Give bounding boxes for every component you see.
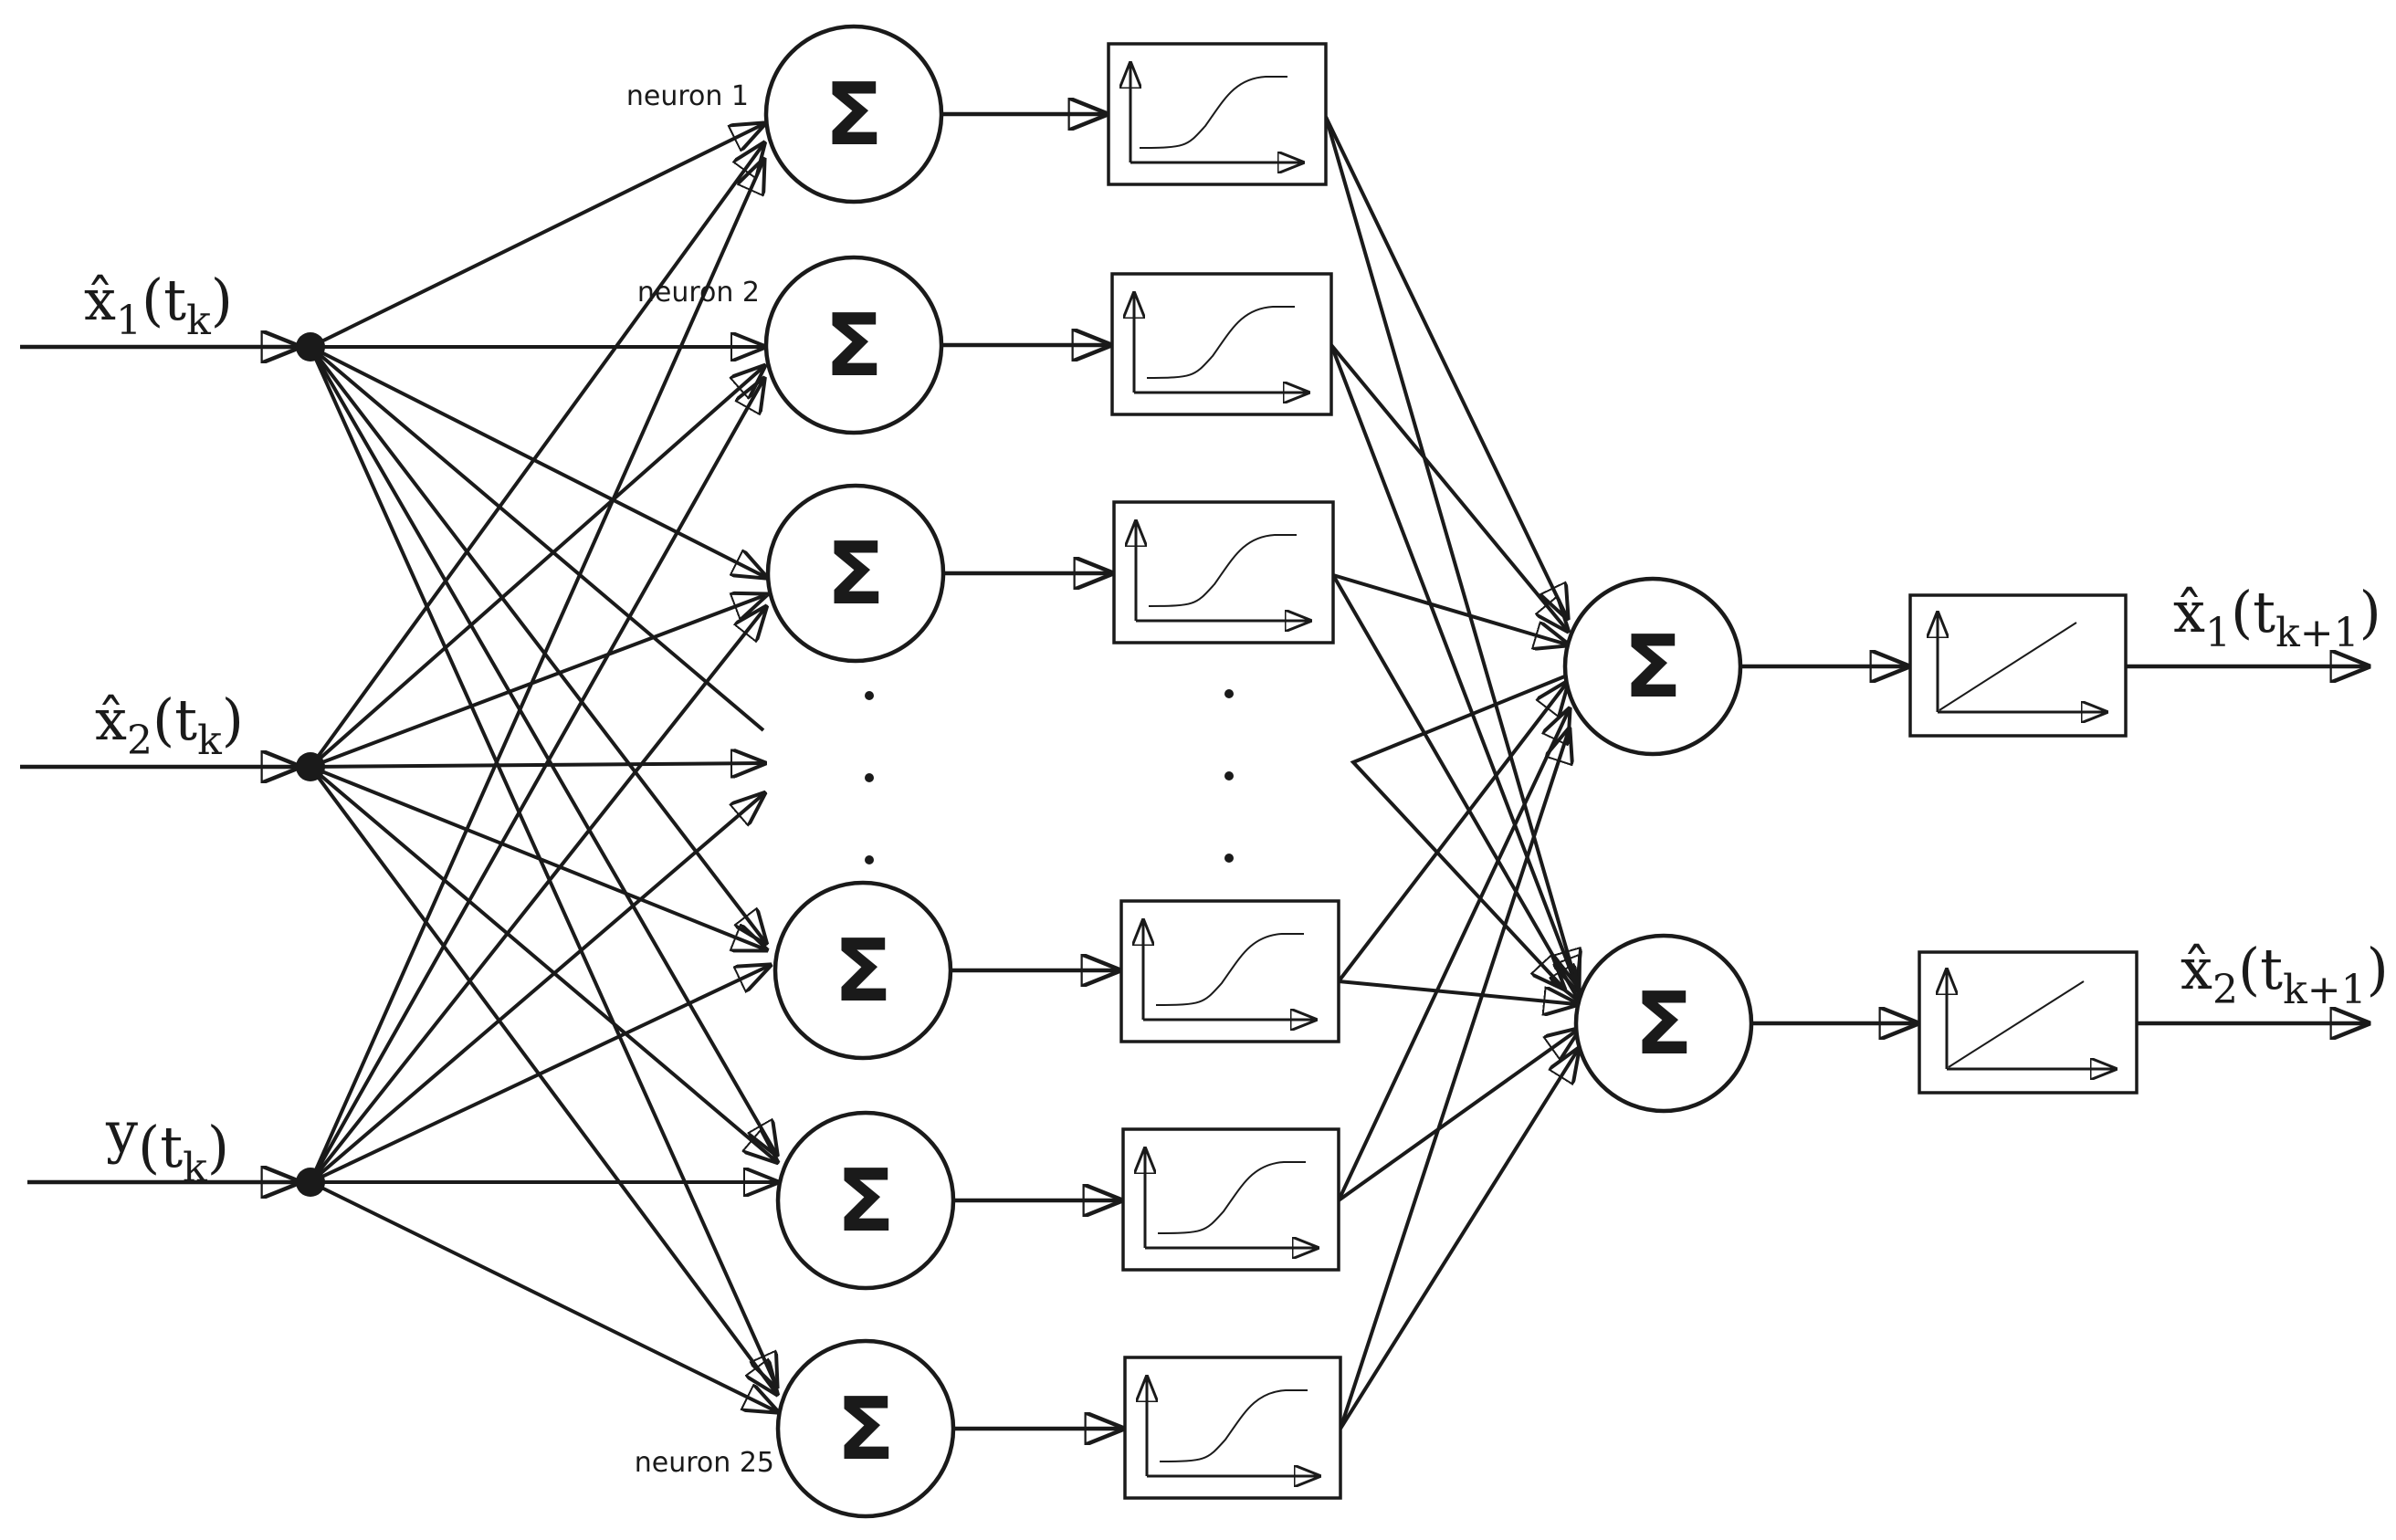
sigmoid-plot-icon xyxy=(1147,1378,1319,1476)
sigmoid-plot-icon xyxy=(1136,522,1309,621)
sum-symbol: Σ xyxy=(826,525,885,624)
sigmoid-plot-icon xyxy=(1143,921,1315,1020)
input-to-hidden-edges xyxy=(309,124,776,1411)
hidden-neuron-24: Σ xyxy=(775,1110,1340,1291)
input-label-x1: x̂1(tk) xyxy=(84,267,233,344)
sigmoid-plot-icon xyxy=(1145,1149,1317,1248)
output-label-x1-next: x̂1(tk+1) xyxy=(2173,579,2381,656)
sigmoid-plot-icon xyxy=(1130,64,1302,162)
neuron-label-1: neuron 1 xyxy=(626,80,749,112)
neuron-label-25: neuron 25 xyxy=(635,1447,774,1479)
input-label-y: y(tk) xyxy=(105,1099,229,1191)
hidden-neuron-25: Σ xyxy=(775,1338,1342,1519)
sigmoid-plot-icon xyxy=(1134,294,1308,393)
input-x2: x̂2(tk) xyxy=(20,686,325,781)
output-neuron-2: Σ x̂2(tk+1) xyxy=(1573,933,2389,1114)
output-label-x2-next: x̂2(tk+1) xyxy=(2181,936,2389,1013)
linear-activation-box xyxy=(1908,593,2128,738)
sum-symbol: Σ xyxy=(825,66,883,165)
input-y: y(tk) xyxy=(27,1099,325,1197)
hidden-ellipsis xyxy=(865,689,1234,864)
sum-symbol: Σ xyxy=(825,297,883,396)
hidden-neuron-23: Σ xyxy=(772,880,1340,1061)
sum-symbol: Σ xyxy=(836,1380,895,1480)
input-node-x1 xyxy=(296,332,325,361)
sum-symbol: Σ xyxy=(836,1152,895,1252)
sum-symbol: Σ xyxy=(1634,975,1693,1074)
linear-plot-icon xyxy=(1947,970,2115,1069)
output-neuron-1: Σ x̂1(tk+1) xyxy=(1562,576,2381,757)
sum-symbol: Σ xyxy=(1624,618,1682,718)
input-node-x2 xyxy=(296,752,325,781)
linear-plot-icon xyxy=(1938,613,2106,712)
linear-activation-box xyxy=(1918,950,2139,1095)
sigmoid-activation-box xyxy=(1107,42,1328,186)
hidden-to-output-edges xyxy=(1324,116,1578,1430)
sum-symbol: Σ xyxy=(834,922,892,1021)
input-x1: x̂1(tk) xyxy=(20,267,325,361)
neuron-label-2: neuron 2 xyxy=(637,277,760,309)
hidden-neuron-3: Σ xyxy=(765,483,1335,664)
hidden-neuron-1: Σ xyxy=(763,24,1328,204)
input-node-y xyxy=(296,1168,325,1197)
input-label-x2: x̂2(tk) xyxy=(95,686,244,764)
hidden-neuron-2: Σ xyxy=(763,255,1333,435)
